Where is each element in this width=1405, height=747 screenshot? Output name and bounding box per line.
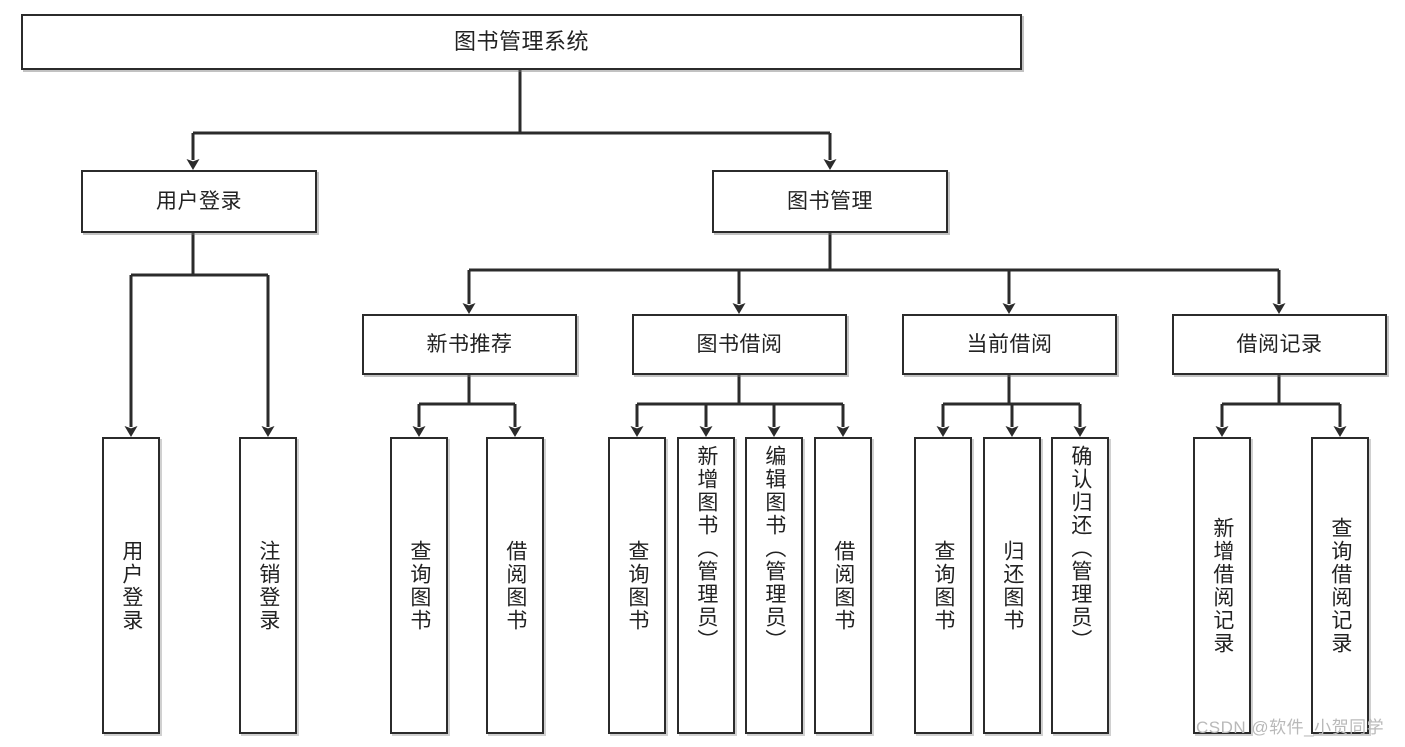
leaf-query-borrow-record[interactable]: 查询借阅记录 (1311, 437, 1369, 734)
node-label: 归还图书 (1000, 539, 1024, 632)
node-label: 借阅图书 (831, 539, 855, 632)
node-label: 新增借阅记录 (1210, 516, 1234, 655)
leaf-edit-book-admin[interactable]: 编辑图书（管理员） (745, 437, 803, 734)
node-label: 借阅图书 (503, 539, 527, 632)
node-borrowing-records[interactable]: 借阅记录 (1172, 314, 1387, 375)
node-root-book-management-system[interactable]: 图书管理系统 (21, 14, 1022, 70)
node-label: 查询借阅记录 (1328, 516, 1352, 655)
node-label: 确认归还（管理员） (1068, 445, 1092, 652)
node-label: 新增图书（管理员） (694, 445, 718, 652)
node-book-management[interactable]: 图书管理 (712, 170, 948, 233)
leaf-add-book-admin[interactable]: 新增图书（管理员） (677, 437, 735, 734)
node-label: 用户登录 (156, 189, 242, 213)
edges (124, 70, 1347, 437)
node-book-borrowing[interactable]: 图书借阅 (632, 314, 847, 375)
node-label: 图书借阅 (696, 332, 783, 356)
node-label: 新书推荐 (426, 332, 513, 356)
leaf-query-books-newbook[interactable]: 查询图书 (390, 437, 448, 734)
node-label: 图书管理系统 (453, 28, 589, 54)
node-label: 用户登录 (119, 539, 143, 632)
node-label: 查询图书 (625, 539, 649, 632)
leaf-logout[interactable]: 注销登录 (239, 437, 297, 734)
node-label: 当前借阅 (966, 332, 1053, 356)
node-label: 图书管理 (787, 189, 873, 213)
leaf-user-login[interactable]: 用户登录 (102, 437, 160, 734)
node-label: 借阅记录 (1236, 332, 1323, 356)
node-label: 编辑图书（管理员） (762, 445, 786, 652)
node-label: 查询图书 (407, 539, 431, 632)
leaf-borrow-books-newbook[interactable]: 借阅图书 (486, 437, 544, 734)
node-label: 注销登录 (256, 539, 280, 632)
node-user-login[interactable]: 用户登录 (81, 170, 317, 233)
leaf-confirm-return-admin[interactable]: 确认归还（管理员） (1051, 437, 1109, 734)
node-current-borrowing[interactable]: 当前借阅 (902, 314, 1117, 375)
leaf-add-borrow-record[interactable]: 新增借阅记录 (1193, 437, 1251, 734)
node-label: 查询图书 (931, 539, 955, 632)
leaf-return-books[interactable]: 归还图书 (983, 437, 1041, 734)
leaf-query-books-current[interactable]: 查询图书 (914, 437, 972, 734)
leaf-borrow-books-borrow[interactable]: 借阅图书 (814, 437, 872, 734)
leaf-query-books-borrow[interactable]: 查询图书 (608, 437, 666, 734)
node-new-book-recommendation[interactable]: 新书推荐 (362, 314, 577, 375)
